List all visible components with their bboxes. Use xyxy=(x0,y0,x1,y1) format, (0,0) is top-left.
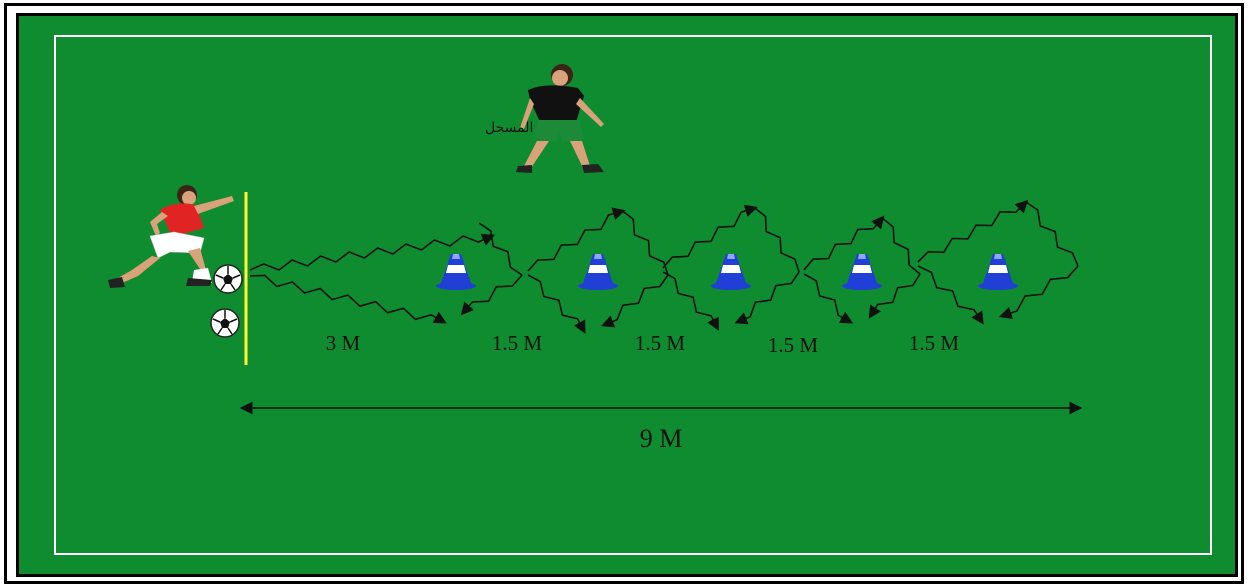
segment-label-5: 1.5 M xyxy=(909,331,960,355)
cone-2-path-across-top xyxy=(623,211,669,275)
segment-label-2: 1.5 M xyxy=(492,331,543,355)
dribble-path xyxy=(250,202,1078,331)
cone-4-path-up xyxy=(804,218,882,270)
cone-4-path-across-bottom xyxy=(870,274,920,316)
cone-2-path-across-bottom xyxy=(604,275,668,325)
ball-2 xyxy=(211,309,239,337)
segment-label-4: 1.5 M xyxy=(768,333,819,357)
path-run-out-lower xyxy=(250,275,444,322)
cone-4 xyxy=(842,254,882,290)
cone-2-path-down xyxy=(528,275,584,331)
cone-3-path-down xyxy=(663,272,717,328)
cone-5-path-down xyxy=(918,266,982,322)
cone-1-path-across-top xyxy=(479,223,522,275)
recorder-figure xyxy=(516,64,604,173)
cone-5-path-across-top xyxy=(1026,202,1078,266)
cone-1 xyxy=(436,254,476,290)
cone-5-path-up xyxy=(918,202,1026,262)
cone-1-path-across-bottom xyxy=(463,275,522,313)
cone-3-path-across-top xyxy=(755,208,799,272)
cone-5-path-across-bottom xyxy=(1002,266,1078,316)
cone-4-path-down xyxy=(804,274,850,322)
total-distance-label: 9 M xyxy=(640,424,683,453)
cone-3-path-across-bottom xyxy=(737,272,799,322)
ball-1 xyxy=(214,265,242,293)
cone-3-path-up xyxy=(663,208,755,268)
cone-3 xyxy=(711,254,751,290)
cone-5 xyxy=(978,254,1018,290)
cone-4-path-across-top xyxy=(882,218,920,274)
segment-label-3: 1.5 M xyxy=(635,331,686,355)
cone-2-path-up xyxy=(528,211,623,271)
recorder-label: المسجل xyxy=(485,120,533,136)
cone-2 xyxy=(578,254,618,290)
segment-label-1: 3 M xyxy=(326,331,361,355)
